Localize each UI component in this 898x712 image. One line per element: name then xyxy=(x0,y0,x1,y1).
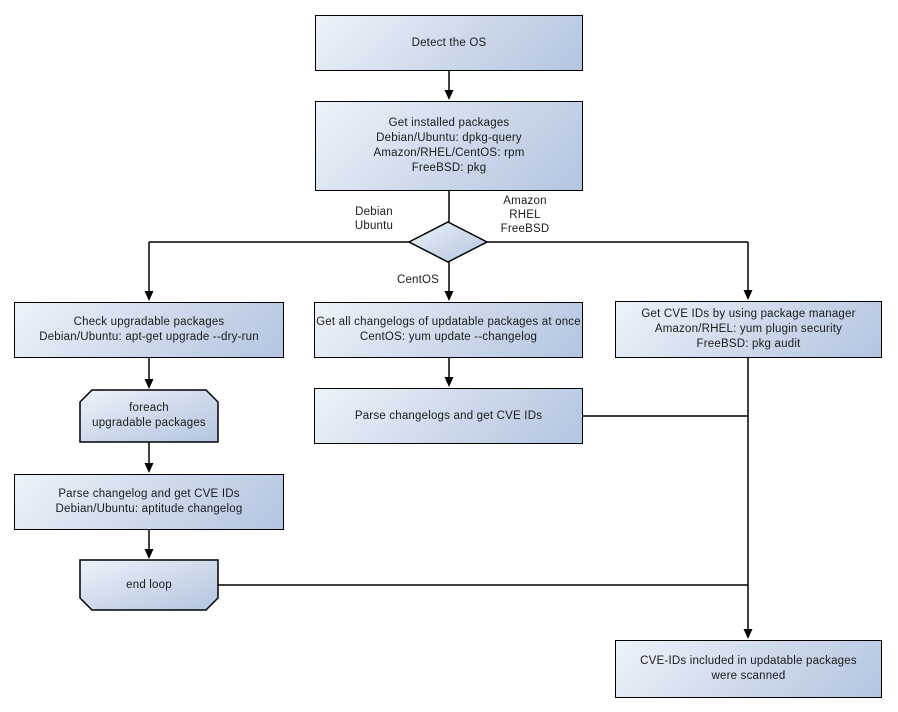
node-detect-os: Detect the OS xyxy=(315,15,583,71)
arrow-into-parse-left xyxy=(144,463,154,473)
node-label: were scanned xyxy=(711,670,786,682)
node-get-all-changelogs: Get all changelogs of updatable packages… xyxy=(314,302,583,358)
arrow-into-installed xyxy=(444,90,454,100)
node-end-loop-shape xyxy=(79,559,219,611)
node-parse-changelog-debian: Parse changelog and get CVE IDs Debian/U… xyxy=(14,474,284,530)
node-label: Check upgradable packages xyxy=(73,316,225,328)
node-label: Amazon/RHEL/CentOS: rpm xyxy=(373,147,525,159)
node-label: CVE-IDs included in updatable packages xyxy=(640,655,857,667)
arrow-into-parse-mid xyxy=(444,377,454,387)
node-get-cve-ids-pkg-manager: Get CVE IDs by using package manager Ama… xyxy=(615,301,882,358)
node-os-decision xyxy=(407,221,489,263)
branch-label-line: Debian xyxy=(355,206,393,218)
node-label: Parse changelog and get CVE IDs xyxy=(58,488,240,500)
branch-label-debian-ubuntu: Debian Ubuntu xyxy=(348,205,400,233)
node-label: Get CVE IDs by using package manager xyxy=(641,308,856,320)
node-foreach-loop-shape xyxy=(79,389,219,443)
arrow-into-foreach xyxy=(144,379,154,389)
node-label: Debian/Ubuntu: apt-get upgrade --dry-run xyxy=(39,331,259,343)
node-label: Amazon/RHEL: yum plugin security xyxy=(654,323,843,335)
arrow-into-changelogs xyxy=(444,291,454,301)
node-label: Debian/Ubuntu: aptitude changelog xyxy=(55,503,243,515)
branch-label-line: RHEL xyxy=(509,209,541,221)
node-label: CentOS: yum update --changelog xyxy=(359,331,538,343)
branch-label-line: Ubuntu xyxy=(354,220,394,232)
arrow-into-cve xyxy=(743,290,753,300)
node-label: FreeBSD: pkg xyxy=(411,162,487,174)
node-label: Parse changelogs and get CVE IDs xyxy=(354,409,543,422)
edges xyxy=(148,71,749,631)
branch-label-line: CentOS xyxy=(396,274,440,286)
arrow-into-result xyxy=(743,629,753,639)
node-parse-changelogs: Parse changelogs and get CVE IDs xyxy=(314,388,583,444)
arrow-into-check xyxy=(144,291,154,301)
branch-label-line: FreeBSD xyxy=(500,223,550,235)
node-scanned-result: CVE-IDs included in updatable packages w… xyxy=(615,640,882,698)
node-label: Debian/Ubuntu: dpkg-query xyxy=(376,132,522,144)
node-check-upgradable: Check upgradable packages Debian/Ubuntu:… xyxy=(14,302,284,358)
node-label: Get all changelogs of updatable packages… xyxy=(316,316,581,328)
branch-label-line: Amazon xyxy=(503,195,547,207)
node-label: Get installed packages xyxy=(388,117,510,129)
node-get-installed-packages: Get installed packages Debian/Ubuntu: dp… xyxy=(315,101,583,191)
arrowheads xyxy=(144,90,753,639)
node-label: FreeBSD: pkg audit xyxy=(696,338,801,350)
arrow-into-endloop xyxy=(144,549,154,559)
node-label: Detect the OS xyxy=(411,36,487,49)
branch-label-centos: CentOS xyxy=(394,273,442,287)
branch-label-amazon-rhel-freebsd: Amazon RHEL FreeBSD xyxy=(497,194,553,236)
